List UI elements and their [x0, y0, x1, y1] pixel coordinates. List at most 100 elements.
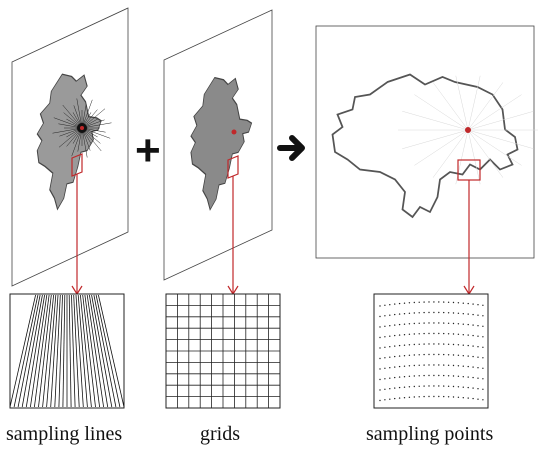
sampling-point — [413, 301, 415, 304]
sampling-point — [482, 399, 484, 401]
sampling-point — [462, 344, 464, 346]
sampling-point — [389, 314, 391, 316]
sampling-point — [408, 344, 411, 346]
texture-line — [402, 129, 469, 150]
sampling-point — [447, 385, 450, 387]
panel-right-texture — [398, 75, 538, 185]
sampling-point — [462, 376, 464, 378]
sampling-point — [418, 333, 420, 335]
sampling-point — [413, 375, 415, 377]
sampling-point — [389, 325, 391, 327]
panel-left — [11, 7, 129, 287]
sampling-point — [438, 332, 440, 335]
sampling-point — [423, 322, 425, 324]
sampling-point — [428, 385, 430, 387]
sampling-point — [477, 388, 479, 390]
sampling-point — [394, 303, 396, 305]
sampling-point — [408, 386, 411, 388]
sampling-point — [403, 386, 406, 388]
sampling-point — [394, 376, 396, 379]
sampling-point — [457, 386, 460, 388]
sampling-point — [384, 378, 386, 380]
sampling-point — [394, 397, 396, 400]
texture-line — [402, 110, 469, 131]
radial-line — [81, 127, 111, 139]
sampling-line — [95, 294, 121, 408]
sampling-point — [443, 322, 445, 324]
sampling-point — [418, 343, 420, 345]
radial-line — [81, 108, 106, 129]
sampling-point — [482, 357, 484, 359]
sampling-line — [38, 294, 52, 408]
sampling-point — [403, 302, 406, 304]
sampling-point — [452, 343, 455, 346]
sampling-point — [413, 396, 415, 398]
sampling-line — [42, 294, 54, 408]
sampling-point — [398, 313, 401, 315]
sampling-point — [482, 388, 484, 390]
sampling-line — [86, 294, 104, 408]
sampling-point — [384, 346, 386, 348]
sampling-point — [413, 354, 415, 356]
sampling-point — [482, 325, 484, 327]
sampling-line — [62, 294, 66, 408]
radial-line — [53, 117, 83, 129]
sampling-point — [384, 304, 386, 306]
sampling-point — [403, 355, 406, 357]
texture-line — [414, 129, 469, 166]
sampling-point — [438, 311, 440, 314]
sampling-point — [433, 374, 435, 377]
sampling-point — [379, 378, 381, 381]
sampling-point — [482, 378, 484, 380]
sampling-point — [472, 366, 474, 368]
sampling-point — [428, 332, 430, 335]
sampling-point — [408, 333, 411, 335]
sampling-point — [462, 386, 464, 388]
sampling-point — [413, 364, 415, 367]
plus-operator: + — [135, 126, 161, 175]
sampling-point — [477, 398, 479, 400]
panel-right-center-point — [465, 127, 471, 133]
sampling-point — [467, 344, 469, 347]
sampling-point — [413, 322, 415, 325]
sampling-point — [462, 323, 464, 325]
sampling-point — [428, 364, 430, 366]
sampling-point — [452, 375, 455, 377]
panel-middle — [163, 9, 273, 281]
sampling-point — [423, 343, 425, 345]
sampling-line — [89, 294, 109, 408]
sampling-line — [98, 294, 125, 408]
sampling-point — [398, 334, 401, 336]
sampling-point — [394, 366, 396, 368]
texture-line — [467, 75, 481, 131]
sampling-point — [389, 388, 391, 390]
sampling-line — [21, 294, 43, 408]
sampling-point — [418, 322, 420, 324]
texture-line — [414, 94, 469, 131]
sampling-point — [467, 313, 469, 315]
sampling-point — [452, 385, 455, 388]
texture-line — [467, 129, 522, 166]
sampling-point — [472, 355, 474, 358]
sampling-point — [482, 336, 484, 338]
sampling-point — [423, 385, 425, 387]
sampling-point — [457, 323, 460, 325]
panel-left-highlight-box — [71, 153, 83, 177]
sampling-point — [433, 364, 435, 366]
sampling-point — [398, 302, 401, 305]
sampling-point — [482, 367, 484, 369]
sampling-point — [462, 355, 464, 357]
sampling-line — [82, 294, 96, 408]
sampling-point — [379, 399, 381, 402]
sampling-point — [447, 354, 450, 356]
sampling-point — [428, 311, 430, 314]
caption-grids: grids — [200, 423, 240, 445]
sampling-point — [443, 364, 445, 366]
sampling-line — [73, 294, 80, 408]
sampling-point — [389, 367, 391, 369]
sampling-point — [428, 322, 430, 324]
sampling-point — [379, 315, 381, 318]
sampling-point — [472, 334, 474, 337]
sampling-point — [394, 313, 396, 316]
sampling-point — [452, 322, 455, 325]
